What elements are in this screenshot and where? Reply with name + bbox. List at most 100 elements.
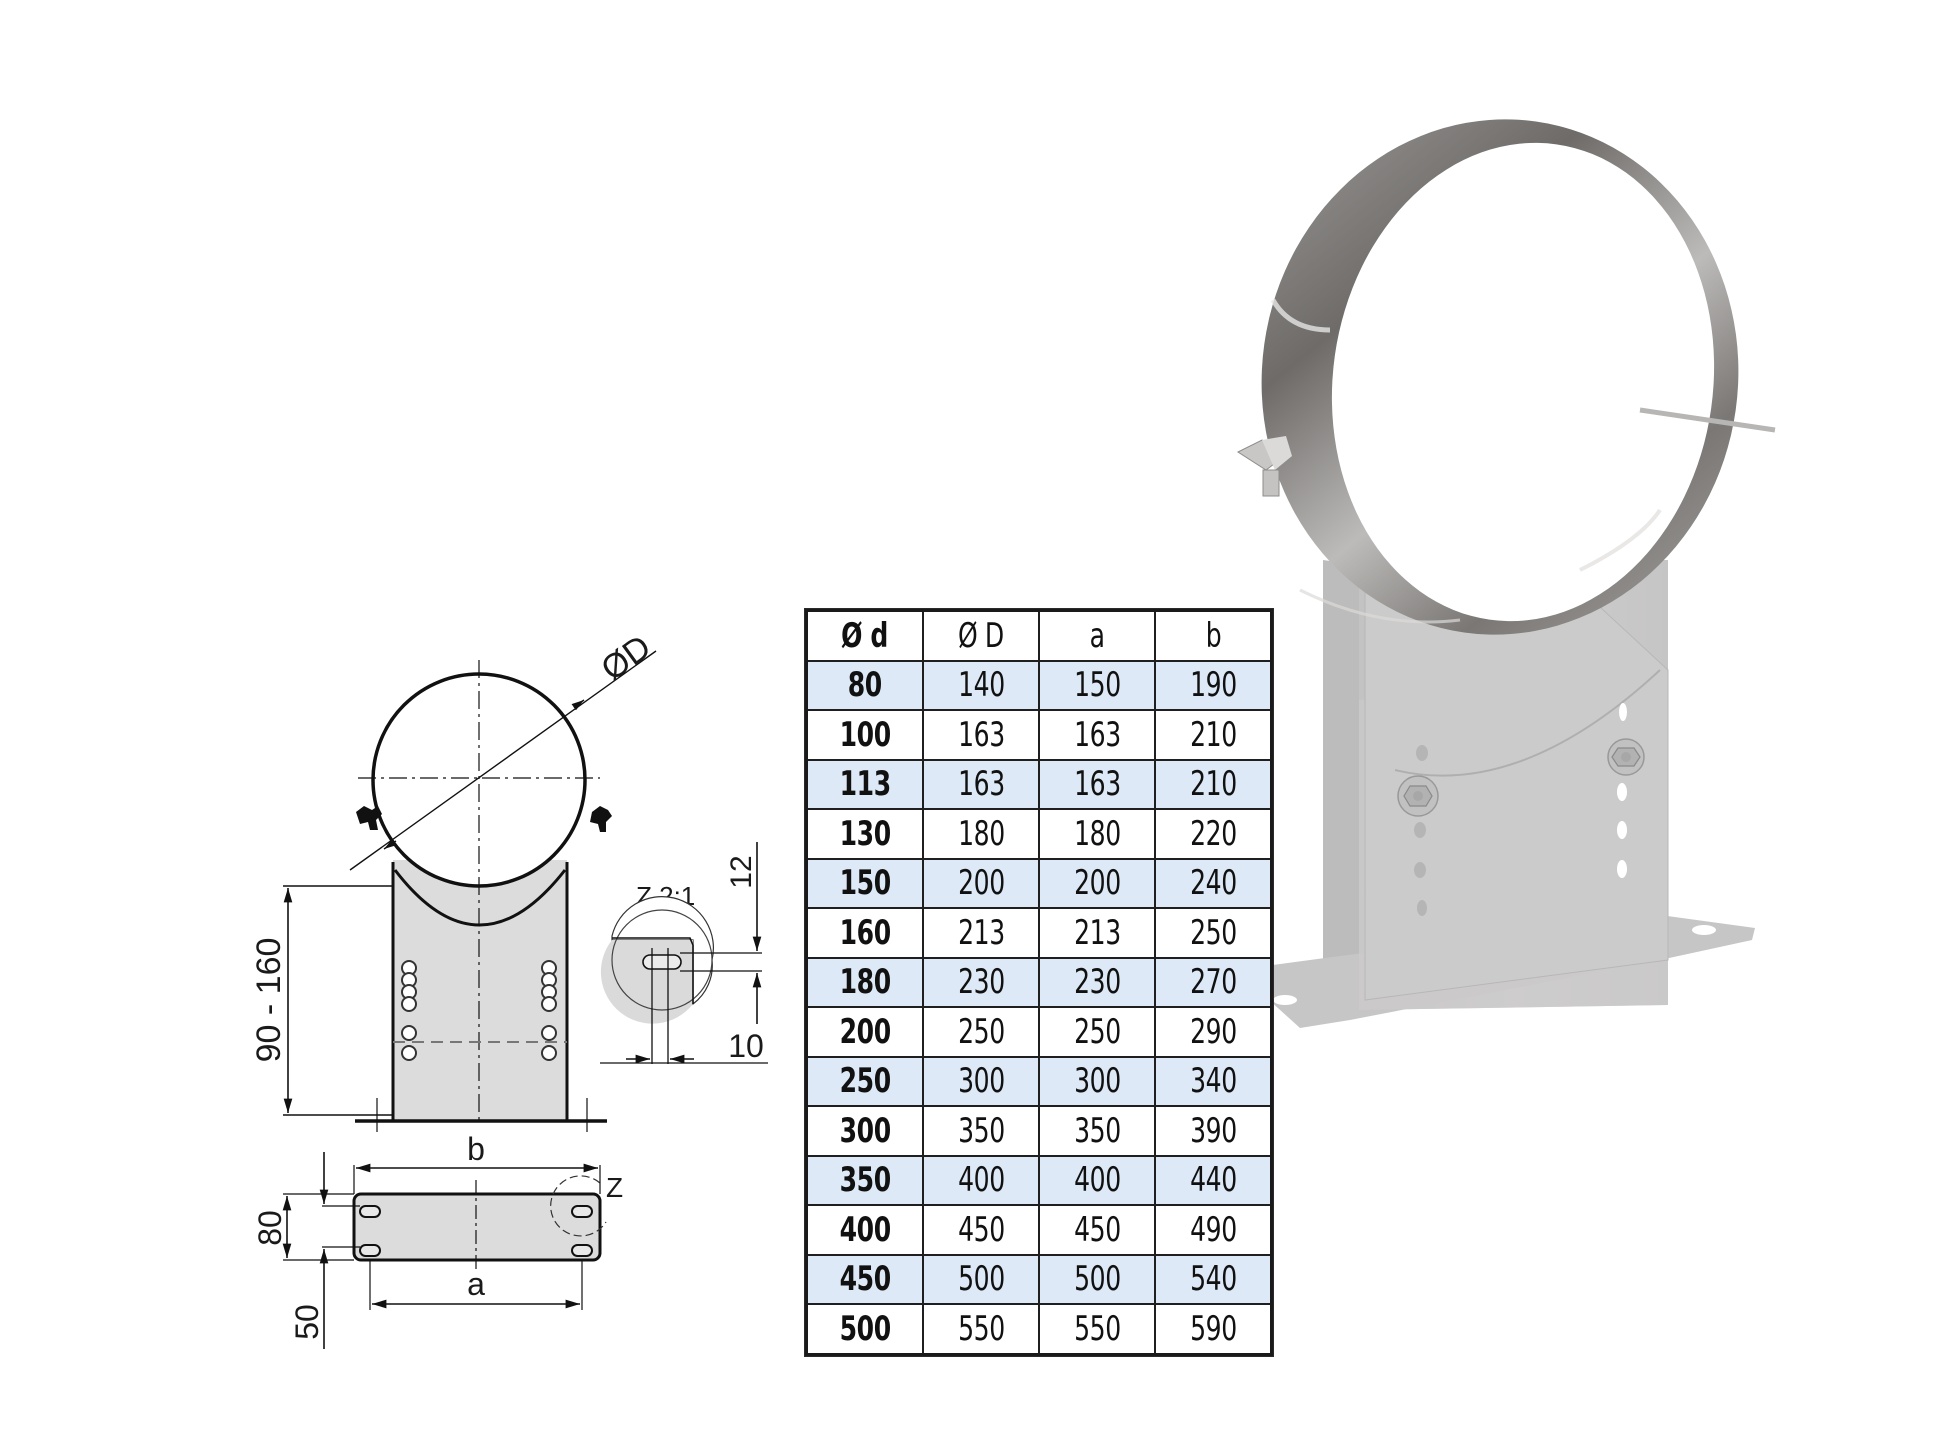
base-offset-label: 50 xyxy=(289,1304,325,1340)
cell-b: 270 xyxy=(1154,956,1273,1008)
slot-width-label: 10 xyxy=(728,1028,764,1064)
cell-inner-diameter: 450 xyxy=(805,1253,924,1305)
cell-value: 400 xyxy=(957,1160,1005,1201)
cell-value: 250 xyxy=(957,1011,1005,1052)
cell-value: 350 xyxy=(957,1110,1005,1151)
cell-b: 290 xyxy=(1154,1006,1273,1058)
cell-value: 180 xyxy=(1073,813,1121,854)
width-a-label: a xyxy=(467,1266,485,1302)
cell-b: 240 xyxy=(1154,857,1273,909)
cell-outer-diameter: 350 xyxy=(922,1105,1040,1157)
cell-value: 450 xyxy=(957,1209,1005,1250)
cell-value: 300 xyxy=(1073,1061,1121,1102)
cell-a: 163 xyxy=(1038,709,1156,761)
cell-inner-diameter: 400 xyxy=(805,1204,924,1256)
header-text: a xyxy=(1089,615,1105,656)
cell-value: 240 xyxy=(1189,863,1237,904)
header-inner-diameter: Ø d xyxy=(805,609,924,662)
cell-value: 500 xyxy=(957,1259,1005,1300)
cell-value: 180 xyxy=(957,813,1005,854)
cell-value: 210 xyxy=(1189,764,1237,805)
cell-inner-diameter: 150 xyxy=(805,857,924,909)
clamp-bolt-left xyxy=(356,806,382,830)
table-row: 80 140 150 190 xyxy=(805,659,1273,711)
table-row: 150 200 200 240 xyxy=(805,857,1273,909)
cell-a: 300 xyxy=(1038,1055,1156,1107)
cell-outer-diameter: 200 xyxy=(922,857,1040,909)
cell-value: 150 xyxy=(1073,665,1121,706)
cell-value: 350 xyxy=(839,1160,891,1201)
cell-outer-diameter: 180 xyxy=(922,808,1040,860)
cell-value: 230 xyxy=(1073,962,1121,1003)
clamp-rod xyxy=(1639,407,1776,433)
cell-outer-diameter: 140 xyxy=(922,659,1040,711)
cell-a: 213 xyxy=(1038,907,1156,959)
cell-value: 400 xyxy=(839,1209,891,1250)
cell-value: 400 xyxy=(1073,1160,1121,1201)
cell-inner-diameter: 100 xyxy=(805,709,924,761)
cell-value: 200 xyxy=(839,1011,891,1052)
cell-inner-diameter: 300 xyxy=(805,1105,924,1157)
cell-value: 163 xyxy=(1073,714,1121,755)
cell-outer-diameter: 300 xyxy=(922,1055,1040,1107)
cell-b: 590 xyxy=(1154,1303,1273,1355)
cell-inner-diameter: 80 xyxy=(805,659,924,711)
cell-value: 213 xyxy=(957,912,1005,953)
table-row: 350 400 400 440 xyxy=(805,1154,1273,1206)
cell-b: 340 xyxy=(1154,1055,1273,1107)
cell-value: 250 xyxy=(1073,1011,1121,1052)
cell-a: 163 xyxy=(1038,758,1156,810)
cell-outer-diameter: 163 xyxy=(922,709,1040,761)
cell-outer-diameter: 250 xyxy=(922,1006,1040,1058)
detail-marker: Z xyxy=(606,1172,623,1203)
header-text: Ø d xyxy=(841,615,889,656)
cell-b: 210 xyxy=(1154,758,1273,810)
cell-outer-diameter: 163 xyxy=(922,758,1040,810)
cell-b: 250 xyxy=(1154,907,1273,959)
cell-value: 450 xyxy=(839,1259,891,1300)
cell-value: 200 xyxy=(1073,863,1121,904)
base-plate-top-view: Z b a 80 50 xyxy=(252,1131,623,1349)
cell-b: 190 xyxy=(1154,659,1273,711)
cell-outer-diameter: 550 xyxy=(922,1303,1040,1355)
header-text: b xyxy=(1205,615,1221,656)
width-b-label: b xyxy=(467,1131,485,1167)
cell-outer-diameter: 450 xyxy=(922,1204,1040,1256)
stainless-clamp-ring xyxy=(1236,119,1776,635)
cell-inner-diameter: 350 xyxy=(805,1154,924,1206)
cell-a: 230 xyxy=(1038,956,1156,1008)
cell-value: 290 xyxy=(1189,1011,1237,1052)
cell-a: 350 xyxy=(1038,1105,1156,1157)
cell-value: 163 xyxy=(957,714,1005,755)
cell-outer-diameter: 500 xyxy=(922,1253,1040,1305)
cell-a: 150 xyxy=(1038,659,1156,711)
cell-value: 590 xyxy=(1189,1308,1237,1349)
base-height-label: 80 xyxy=(252,1210,288,1246)
cell-inner-diameter: 250 xyxy=(805,1055,924,1107)
cell-value: 190 xyxy=(1189,665,1237,706)
bracket-photo xyxy=(1250,560,1755,1038)
cell-value: 163 xyxy=(957,764,1005,805)
cell-b: 540 xyxy=(1154,1253,1273,1305)
cell-b: 220 xyxy=(1154,808,1273,860)
cell-a: 400 xyxy=(1038,1154,1156,1206)
cell-value: 250 xyxy=(1189,912,1237,953)
cell-value: 100 xyxy=(839,714,891,755)
cell-a: 250 xyxy=(1038,1006,1156,1058)
cell-value: 150 xyxy=(839,863,891,904)
cell-value: 140 xyxy=(957,665,1005,706)
cell-inner-diameter: 200 xyxy=(805,1006,924,1058)
cell-value: 200 xyxy=(957,863,1005,904)
cell-b: 440 xyxy=(1154,1154,1273,1206)
cell-a: 450 xyxy=(1038,1204,1156,1256)
